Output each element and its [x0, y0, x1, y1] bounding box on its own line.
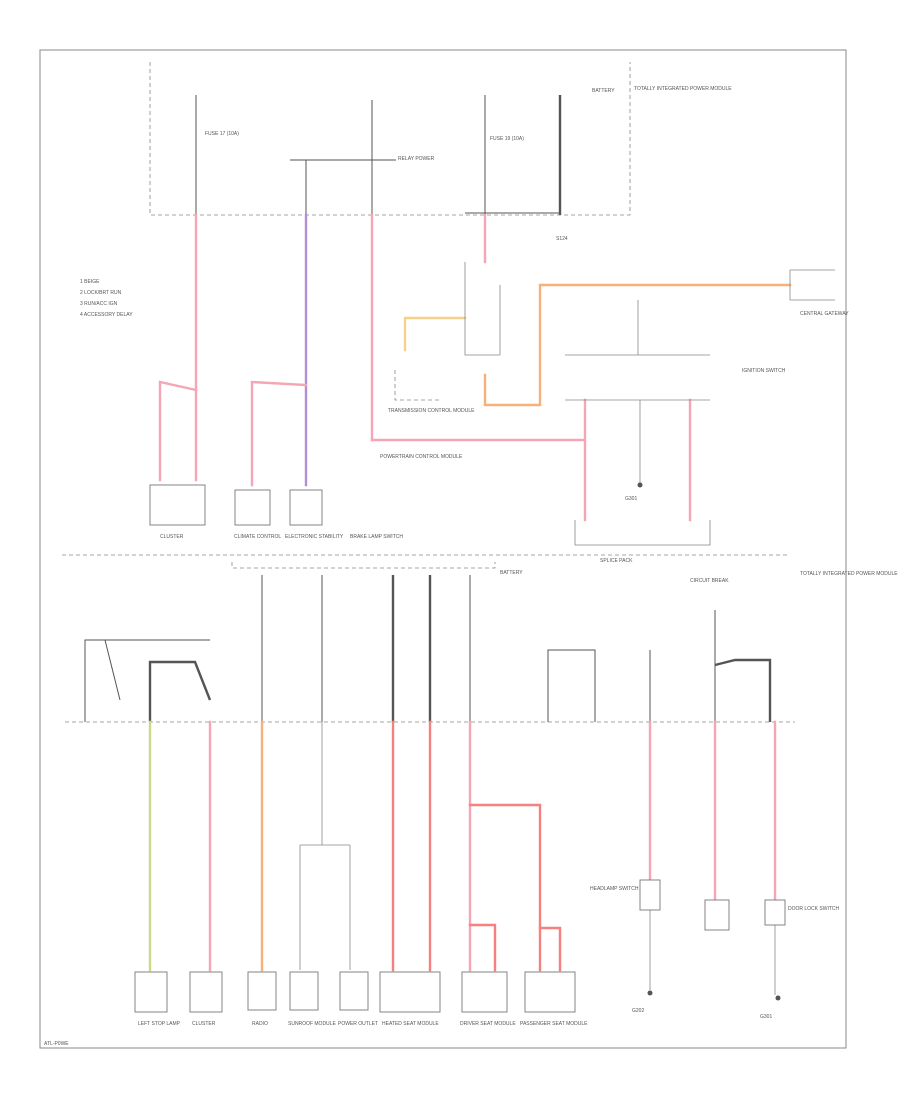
lower-wires: [148, 720, 777, 995]
ground-symbol: [637, 482, 643, 488]
page-border: [39, 49, 847, 1049]
upper-legend: 1 BEIGE 2 LOCK/BRT RUN 3 RUN/ACC IGN 4 A…: [80, 279, 133, 318]
legend-item: 3 RUN/ACC IGN: [80, 301, 118, 307]
lower-battery-label: BATTERY: [500, 570, 523, 576]
svg-text:RADIO: RADIO: [252, 1021, 268, 1027]
svg-text:G301: G301: [760, 1014, 772, 1020]
lower-right-note: TOTALLY INTEGRATED POWER MODULE: [800, 571, 898, 577]
svg-text:HEADLAMP SWITCH: HEADLAMP SWITCH: [590, 886, 639, 892]
svg-text:ELECTRONIC STABILITY: ELECTRONIC STABILITY: [285, 534, 344, 540]
battery-label-upper: BATTERY: [592, 88, 615, 94]
upper-wires: [158, 213, 792, 522]
page-code: ATL-P0WE: [44, 1041, 69, 1047]
legend-item: 4 ACCESSORY DELAY: [80, 312, 133, 318]
svg-text:POWERTRAIN CONTROL MODULE: POWERTRAIN CONTROL MODULE: [380, 454, 463, 460]
svg-text:DOOR LOCK SWITCH: DOOR LOCK SWITCH: [788, 906, 840, 912]
ignition-label: IGNITION SWITCH: [742, 368, 786, 374]
upper-fuse-feeds: [195, 95, 562, 215]
lower-fuse-feeds: [84, 575, 772, 722]
svg-text:BRAKE LAMP SWITCH: BRAKE LAMP SWITCH: [350, 534, 403, 540]
ground-symbol: [647, 990, 653, 996]
svg-text:FUSE 17 (10A): FUSE 17 (10A): [205, 131, 239, 137]
svg-text:POWER OUTLET: POWER OUTLET: [338, 1021, 378, 1027]
svg-text:CLUSTER: CLUSTER: [192, 1021, 216, 1027]
svg-text:CLUSTER: CLUSTER: [160, 534, 184, 540]
upper-components: [149, 484, 323, 526]
lower-splice-band: [231, 562, 496, 569]
svg-text:FUSE 19 (10A): FUSE 19 (10A): [490, 136, 524, 142]
svg-text:PASSENGER SEAT MODULE: PASSENGER SEAT MODULE: [520, 1021, 588, 1027]
svg-text:G202: G202: [632, 1008, 644, 1014]
lower-component-labels: LEFT STOP LAMP CLUSTER RADIO SUNROOF MOD…: [138, 886, 840, 1027]
central-label: CENTRAL GATEWAY: [800, 311, 849, 317]
svg-text:LEFT STOP LAMP: LEFT STOP LAMP: [138, 1021, 181, 1027]
svg-text:RELAY POWER: RELAY POWER: [398, 156, 435, 162]
circuit-break-label: CIRCUIT BREAK: [690, 578, 729, 584]
upper-component-labels: CLUSTER CLIMATE CONTROL ELECTRONIC STABI…: [160, 408, 475, 540]
upper-right-note: TOTALLY INTEGRATED POWER MODULE: [634, 86, 732, 92]
svg-text:HEATED SEAT MODULE: HEATED SEAT MODULE: [382, 1021, 439, 1027]
legend-item: 2 LOCK/BRT RUN: [80, 290, 122, 296]
upper-thin-lines: [394, 262, 835, 546]
band-label: SPLICE PACK: [600, 558, 633, 564]
lower-components: [134, 879, 786, 1013]
legend-item: 1 BEIGE: [80, 279, 100, 285]
upper-ground-label: G301: [625, 496, 637, 502]
svg-text:DRIVER SEAT MODULE: DRIVER SEAT MODULE: [460, 1021, 516, 1027]
upper-fuse-box-outline: [149, 62, 631, 216]
svg-text:SUNROOF MODULE: SUNROOF MODULE: [288, 1021, 336, 1027]
ground-symbol: [775, 995, 781, 1001]
svg-text:TRANSMISSION CONTROL MODULE: TRANSMISSION CONTROL MODULE: [388, 408, 475, 414]
upper-fuse-labels: FUSE 17 (10A) RELAY POWER FUSE 19 (10A) …: [205, 131, 568, 242]
svg-text:CLIMATE CONTROL: CLIMATE CONTROL: [234, 534, 281, 540]
svg-text:S124: S124: [556, 236, 568, 242]
